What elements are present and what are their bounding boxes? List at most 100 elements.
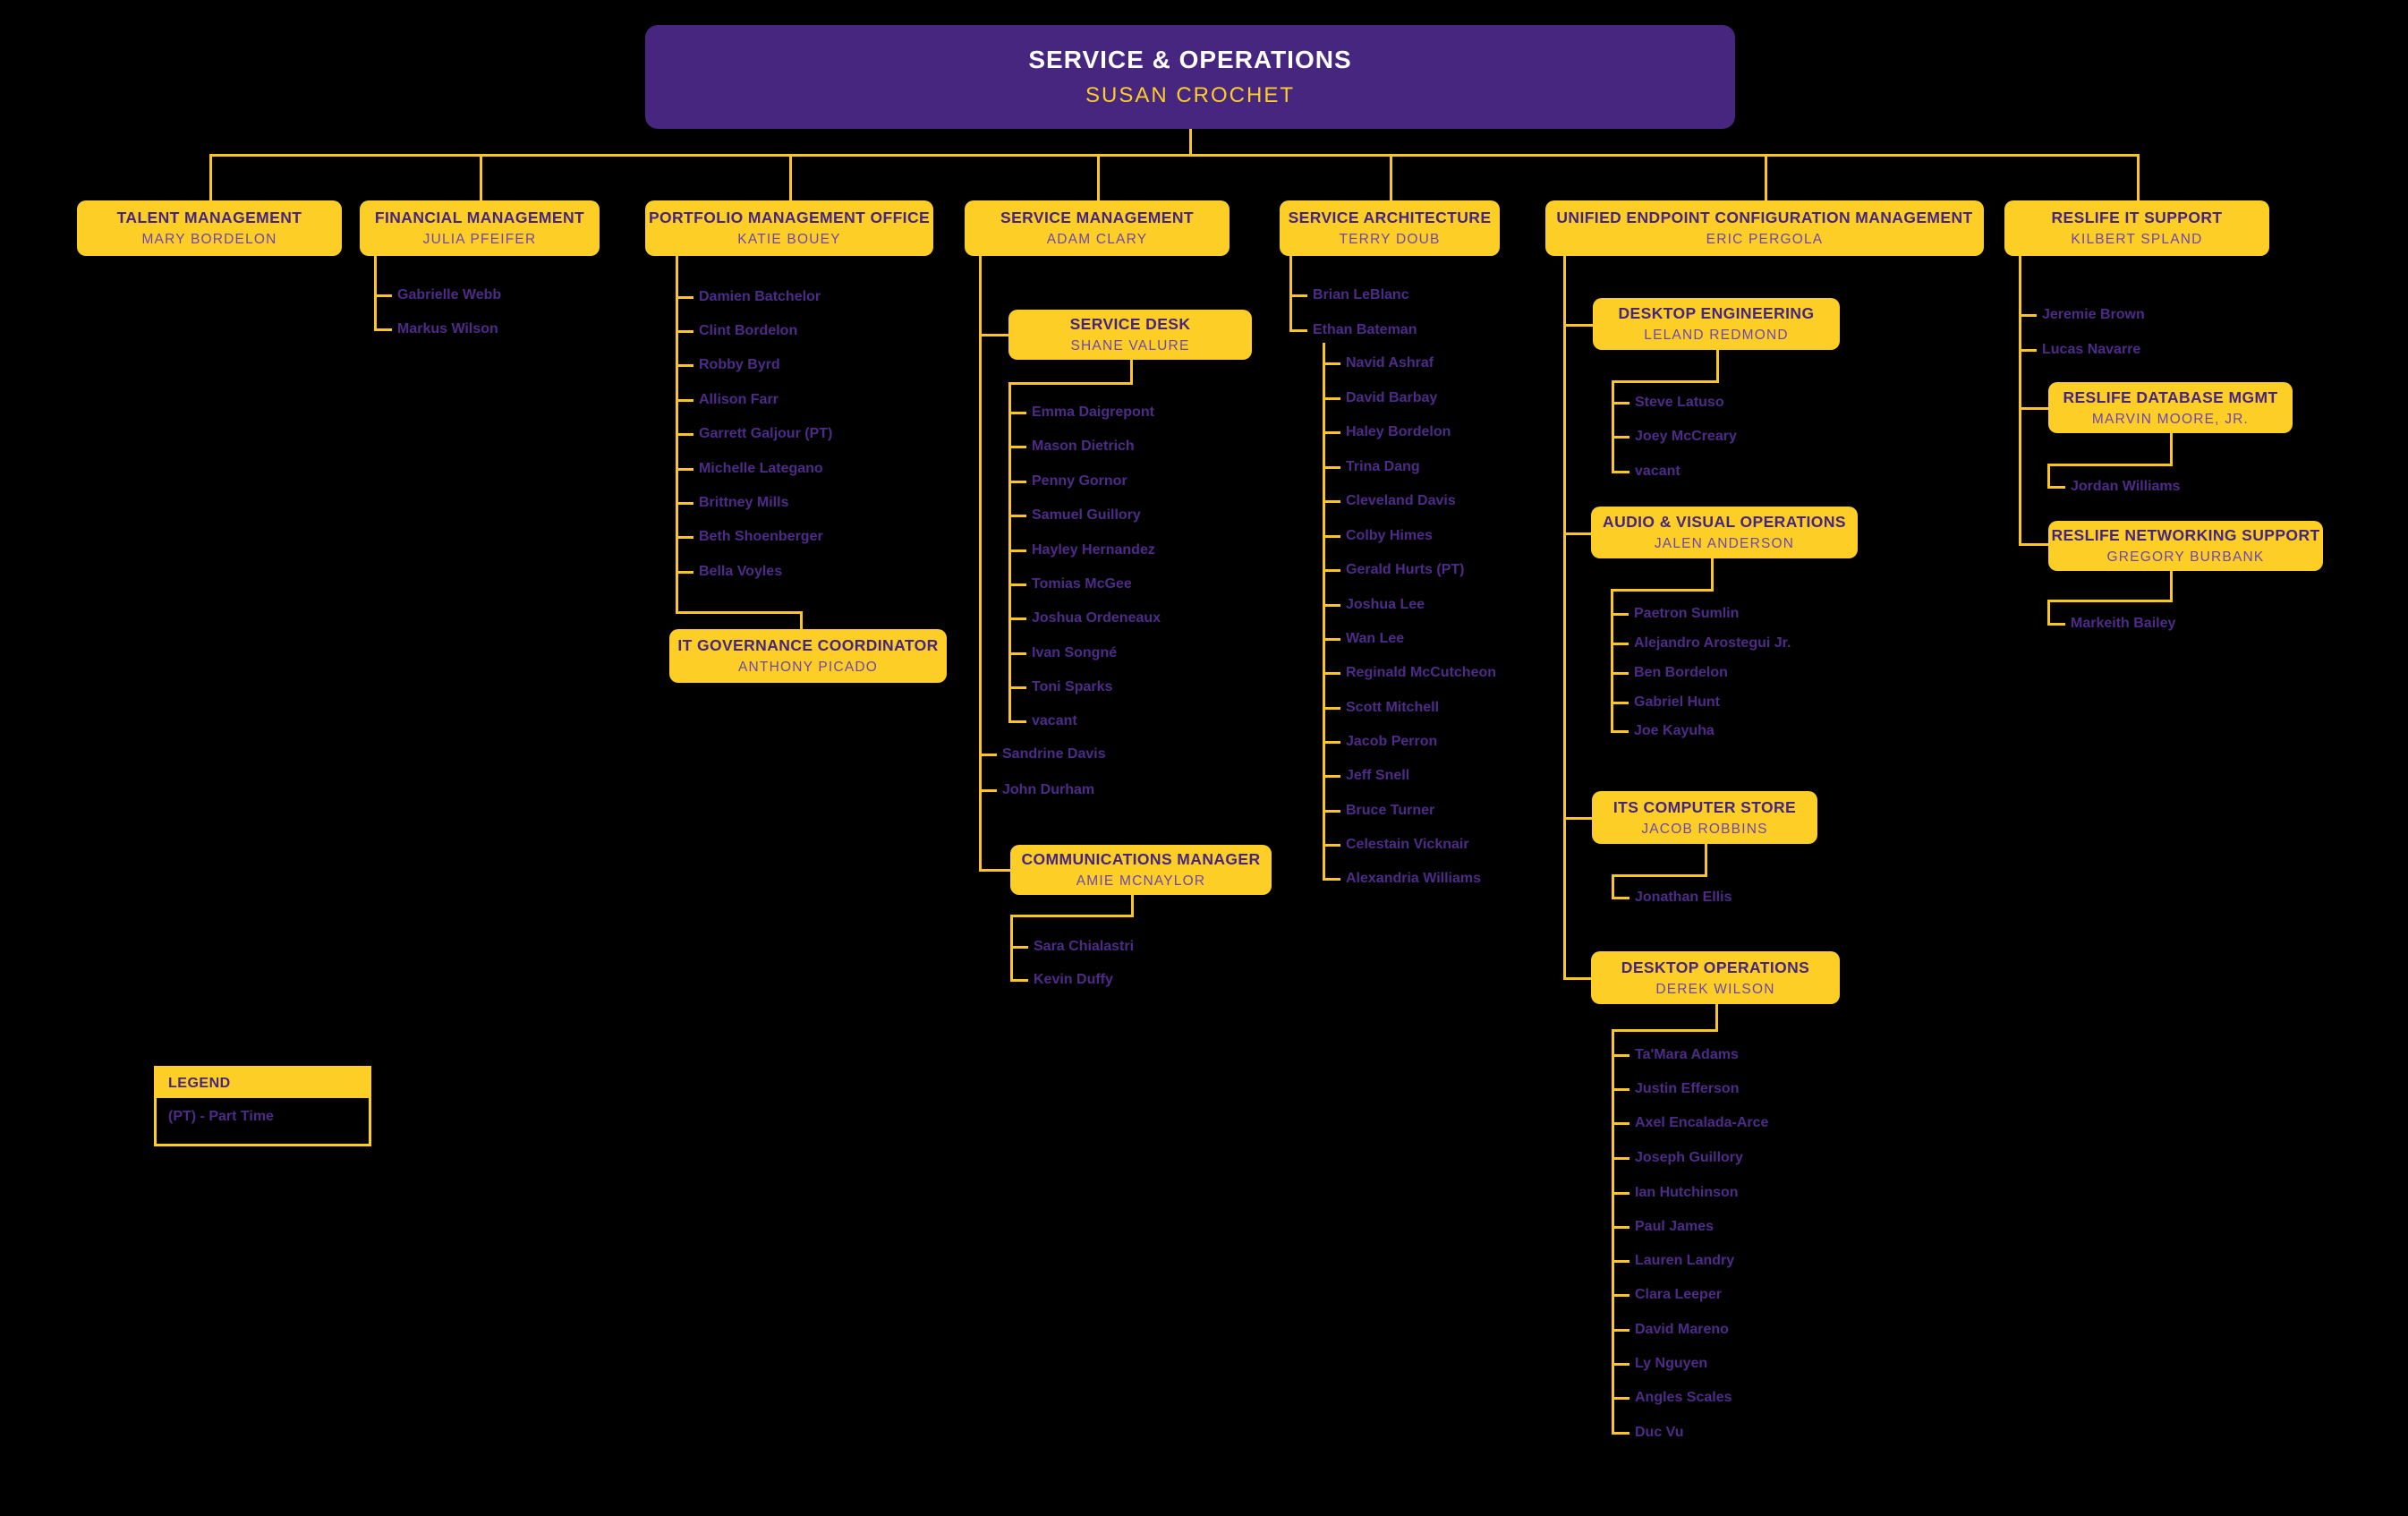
org-box-portfolio-management-office: PORTFOLIO MANAGEMENT OFFICE KATIE BOUEY bbox=[645, 200, 933, 256]
staff-name: Duc Vu bbox=[1612, 1423, 1684, 1443]
org-box-desktop-operations: DESKTOP OPERATIONS DEREK WILSON bbox=[1591, 951, 1840, 1004]
staff-name: David Mareno bbox=[1612, 1320, 1729, 1340]
staff-name: Joey McCreary bbox=[1612, 427, 1737, 447]
staff-name: Axel Encalada-Arce bbox=[1611, 1113, 1768, 1133]
connector-line-v bbox=[1563, 256, 1566, 977]
connector-line-v bbox=[1008, 382, 1011, 722]
connector-line-h bbox=[2047, 464, 2173, 466]
org-box-reslife-networking-support: RESLIFE NETWORKING SUPPORT GREGORY BURBA… bbox=[2048, 521, 2323, 571]
staff-name: Alejandro Arostegui Jr. bbox=[1610, 634, 1791, 653]
connector-line-v bbox=[1131, 895, 1134, 915]
box-person: ADAM CLARY bbox=[1046, 232, 1148, 247]
connector-line-v bbox=[374, 256, 377, 330]
connector-line-v bbox=[1612, 380, 1614, 473]
org-box-talent-management: TALENT MANAGEMENT MARY BORDELON bbox=[77, 200, 342, 256]
connector-line-h bbox=[1008, 382, 1133, 385]
staff-name: Navid Ashraf bbox=[1322, 353, 1434, 373]
org-box-service-desk: SERVICE DESK SHANE VALURE bbox=[1008, 310, 1252, 360]
org-box-financial-management: FINANCIAL MANAGEMENT JULIA PFEIFER bbox=[360, 200, 600, 256]
staff-name: Brian LeBlanc bbox=[1289, 285, 1409, 305]
box-person: KILBERT SPLAND bbox=[2071, 232, 2203, 247]
staff-name: Reginald McCutcheon bbox=[1322, 663, 1496, 683]
staff-name: Emma Daigrepont bbox=[1008, 403, 1154, 422]
staff-name: Ly Nguyen bbox=[1611, 1354, 1707, 1374]
legend-title: LEGEND bbox=[157, 1069, 369, 1098]
connector-line-h bbox=[2019, 543, 2048, 546]
connector-line-v bbox=[1390, 154, 1392, 200]
staff-name: Haley Bordelon bbox=[1322, 422, 1451, 442]
connector-line-h bbox=[2019, 407, 2048, 410]
staff-name: Trina Dang bbox=[1323, 457, 1420, 477]
staff-name: vacant bbox=[1612, 462, 1680, 481]
staff-name: Scott Mitchell bbox=[1322, 698, 1439, 718]
connector-line-v bbox=[1612, 1029, 1614, 1434]
staff-name: Samuel Guillory bbox=[1008, 506, 1141, 525]
staff-name: Alexandria Williams bbox=[1322, 869, 1481, 889]
box-person: GREGORY BURBANK bbox=[2106, 549, 2265, 565]
staff-name: Penny Gornor bbox=[1008, 472, 1127, 491]
staff-name: Garrett Galjour (PT) bbox=[675, 424, 832, 444]
connector-line-v bbox=[1715, 1004, 1718, 1029]
connector-line-h bbox=[1563, 977, 1591, 980]
connector-line-v bbox=[209, 154, 212, 200]
org-box-service-and-operations: SERVICE & OPERATIONS SUSAN CROCHET bbox=[645, 25, 1735, 129]
connector-line-v bbox=[979, 256, 982, 869]
box-title: DESKTOP ENGINEERING bbox=[1618, 304, 1815, 322]
staff-name: Sara Chialastri bbox=[1009, 937, 1134, 957]
staff-name: Jeremie Brown bbox=[2019, 305, 2145, 325]
box-person: KATIE BOUEY bbox=[737, 232, 841, 247]
connector-line-v bbox=[1097, 154, 1100, 200]
connector-line-v bbox=[2047, 600, 2050, 625]
staff-name: Hayley Hernandez bbox=[1008, 541, 1155, 560]
org-box-its-computer-store: ITS COMPUTER STORE JACOB ROBBINS bbox=[1592, 791, 1817, 844]
connector-line-h bbox=[1612, 1029, 1718, 1032]
box-title: RESLIFE DATABASE MGMT bbox=[2063, 388, 2278, 406]
staff-name: Angles Scales bbox=[1612, 1388, 1732, 1408]
connector-line-h bbox=[1563, 817, 1592, 820]
staff-name: John Durham bbox=[978, 780, 1094, 800]
connector-line-h bbox=[676, 611, 803, 614]
staff-name: Paul James bbox=[1611, 1217, 1714, 1237]
box-person: SHANE VALURE bbox=[1070, 338, 1190, 353]
connector-line-v bbox=[1711, 558, 1714, 589]
staff-name: Beth Shoenberger bbox=[676, 527, 823, 547]
connector-line-v bbox=[1765, 154, 1767, 200]
org-box-audio-visual-operations: AUDIO & VISUAL OPERATIONS JALEN ANDERSON bbox=[1591, 507, 1858, 558]
box-title: UNIFIED ENDPOINT CONFIGURATION MANAGEMEN… bbox=[1556, 209, 1973, 226]
box-person: LELAND REDMOND bbox=[1644, 328, 1789, 343]
staff-name: Joe Kayuha bbox=[1611, 721, 1715, 741]
connector-line-v bbox=[1612, 874, 1614, 899]
root-title: SERVICE & OPERATIONS bbox=[1028, 46, 1352, 73]
connector-line-v bbox=[1189, 129, 1192, 154]
box-title: RESLIFE NETWORKING SUPPORT bbox=[2051, 526, 2320, 544]
staff-name: Steve Latuso bbox=[1612, 393, 1724, 413]
staff-name: Cleveland Davis bbox=[1323, 491, 1456, 511]
staff-name: Clint Bordelon bbox=[675, 321, 797, 341]
connector-line-v bbox=[1705, 844, 1707, 874]
org-box-reslife-database-mgmt: RESLIFE DATABASE MGMT MARVIN MOORE, JR. bbox=[2048, 382, 2293, 433]
box-title: IT GOVERNANCE COORDINATOR bbox=[677, 636, 939, 654]
connector-line-v bbox=[1611, 589, 1613, 732]
org-box-communications-manager: COMMUNICATIONS MANAGER AMIE MCNAYLOR bbox=[1010, 845, 1272, 895]
box-person: ERIC PERGOLA bbox=[1706, 232, 1824, 247]
staff-name: Jordan Williams bbox=[2047, 477, 2181, 497]
root-person: SUSAN CROCHET bbox=[1085, 83, 1296, 107]
staff-name: Michelle Lategano bbox=[676, 459, 823, 479]
org-box-it-governance-coordinator: IT GOVERNANCE COORDINATOR ANTHONY PICADO bbox=[669, 629, 947, 683]
box-title: TALENT MANAGEMENT bbox=[116, 209, 302, 226]
connector-line-h bbox=[1611, 589, 1714, 592]
staff-name: Justin Efferson bbox=[1611, 1079, 1739, 1099]
box-title: SERVICE DESK bbox=[1069, 315, 1191, 333]
connector-line-h bbox=[1563, 324, 1593, 327]
org-box-desktop-engineering: DESKTOP ENGINEERING LELAND REDMOND bbox=[1593, 298, 1840, 350]
connector-line-v bbox=[2137, 154, 2140, 200]
connector-line-v bbox=[800, 611, 803, 629]
staff-name: Brittney Mills bbox=[675, 493, 788, 513]
box-title: FINANCIAL MANAGEMENT bbox=[374, 209, 585, 226]
box-person: JACOB ROBBINS bbox=[1641, 821, 1768, 837]
box-title: ITS COMPUTER STORE bbox=[1612, 797, 1797, 816]
box-person: DEREK WILSON bbox=[1655, 981, 1775, 997]
staff-name: Damien Batchelor bbox=[675, 287, 821, 307]
staff-name: Ta'Mara Adams bbox=[1612, 1045, 1739, 1065]
